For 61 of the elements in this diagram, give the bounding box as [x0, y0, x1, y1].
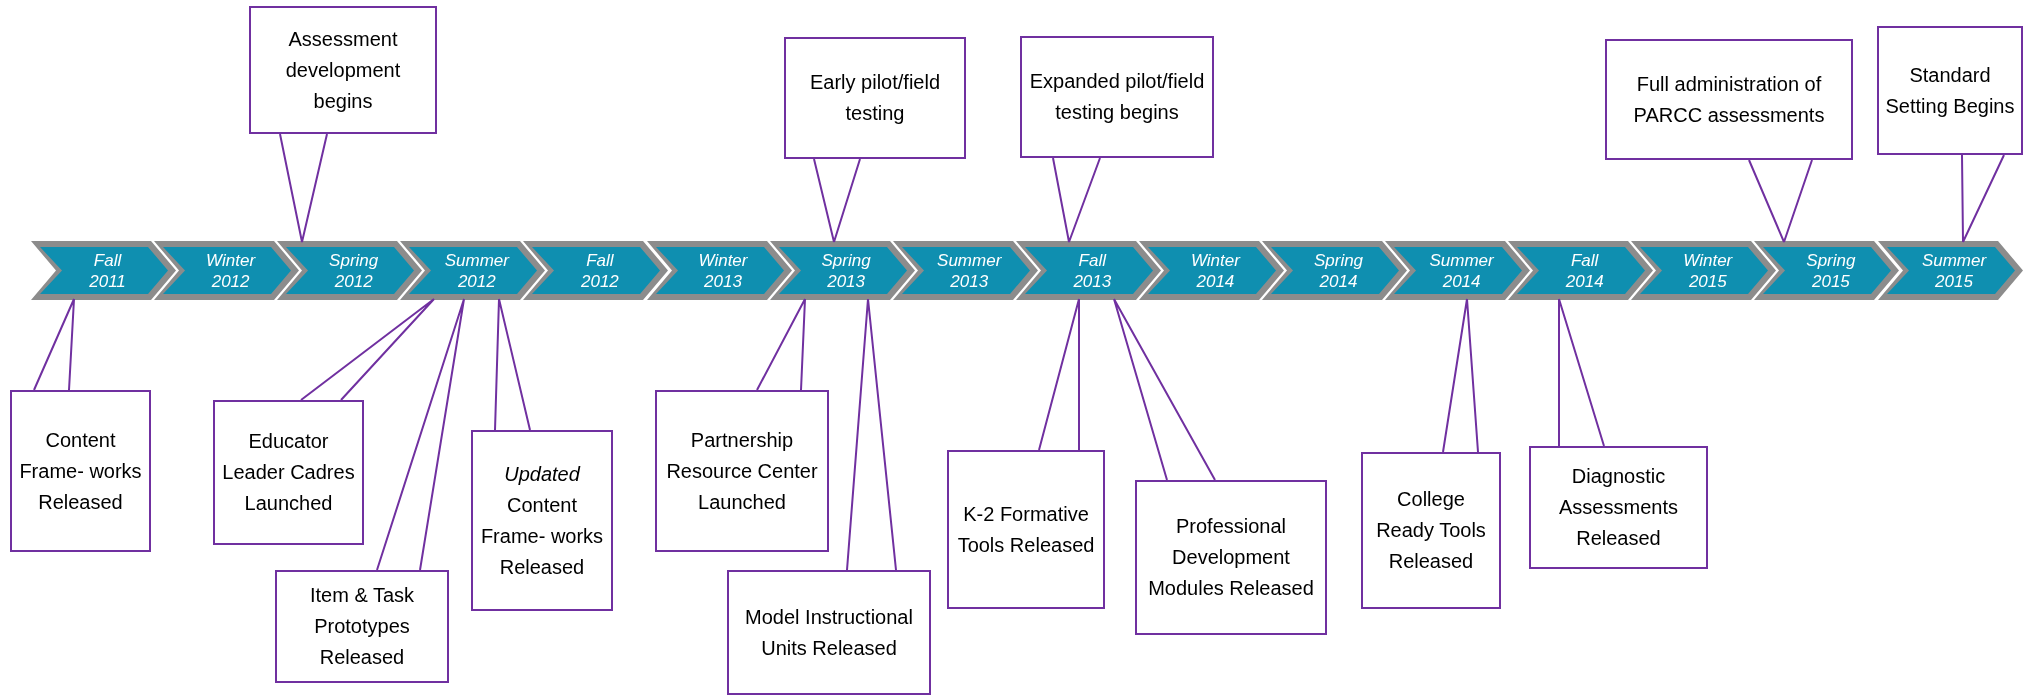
callout-pointer: [1442, 298, 1479, 453]
callout-text: Partnership Resource Center Launched: [665, 427, 819, 515]
season-label: Spring 2012: [329, 249, 379, 292]
callout-text: Content Frame- works Released: [18, 427, 143, 515]
callout-pointer: [1113, 298, 1216, 481]
callout-pointer: [1052, 157, 1101, 243]
callout-text: Standard Setting Begins: [1884, 62, 2016, 119]
season-label: Summer 2015: [1921, 249, 1987, 292]
callout-pointer: [813, 158, 861, 243]
season-label: Spring 2014: [1313, 249, 1364, 292]
callout-text: Early pilot/field testing: [808, 70, 942, 126]
callout-text: Diagnostic Assessments Released: [1558, 464, 1679, 551]
season-label: Spring 2013: [821, 249, 871, 292]
season-label: Summer 2012: [444, 249, 509, 292]
callout-pointer: [300, 298, 435, 401]
season-label: Winter 2012: [206, 249, 256, 292]
season-label: Winter 2015: [1683, 249, 1733, 292]
callout-text: K-2 Formative Tools Released: [956, 501, 1096, 558]
callout-pointer: [756, 298, 806, 391]
callout-text: Educator Leader Cadres Launched: [221, 429, 356, 516]
callout-pointer: [494, 298, 531, 431]
season-label: Summer 2013: [937, 249, 1002, 292]
callout-text: Updated Content Frame- works Released: [479, 461, 605, 580]
callout-pointer: [376, 298, 465, 571]
callout-pointer: [846, 298, 897, 571]
callout-box: [275, 570, 449, 683]
callout-pointer: [279, 133, 328, 243]
callout-pointer: [1748, 159, 1813, 243]
callout-box: [1529, 446, 1708, 569]
season-label: Summer 2014: [1429, 249, 1494, 292]
callout-box: [249, 6, 437, 134]
season-label: Fall 2011: [89, 249, 126, 292]
callout-box: [1361, 452, 1501, 609]
callout-text: Professional Development Modules Released: [1147, 514, 1315, 601]
callout-pointer: [33, 298, 75, 391]
callout-text: Full administration of PARCC assessments: [1632, 71, 1826, 128]
callout-text: Assessment development begins: [284, 26, 402, 114]
callout-pointer: [1961, 154, 2005, 243]
callout-box: [1605, 39, 1853, 160]
season-label: Fall 2013: [1073, 249, 1112, 292]
callout-text: Item & Task Prototypes Released: [308, 583, 416, 670]
callout-box: [784, 37, 966, 159]
season-label: Fall 2012: [581, 249, 619, 292]
callout-pointer: [1558, 298, 1605, 447]
season-label: Spring 2015: [1806, 249, 1856, 292]
callout-box: [1020, 36, 1214, 158]
callout-text: College Ready Tools Released: [1375, 487, 1487, 574]
callout-text: Expanded pilot/field testing begins: [1028, 69, 1206, 125]
callout-box: [10, 390, 151, 552]
season-label: Winter 2014: [1190, 249, 1240, 292]
callout-pointer: [1038, 298, 1080, 451]
season-label: Winter 2013: [698, 249, 748, 292]
callout-text: Model Instructional Units Released: [744, 604, 914, 661]
callout-box: [1877, 26, 2023, 155]
callout-box: [213, 400, 364, 545]
callout-box: [655, 390, 829, 552]
callout-box: [727, 570, 931, 695]
callout-box: [1135, 480, 1327, 635]
callout-box: [471, 430, 613, 611]
season-label: Fall 2014: [1565, 249, 1604, 292]
callout-box: [947, 450, 1105, 609]
